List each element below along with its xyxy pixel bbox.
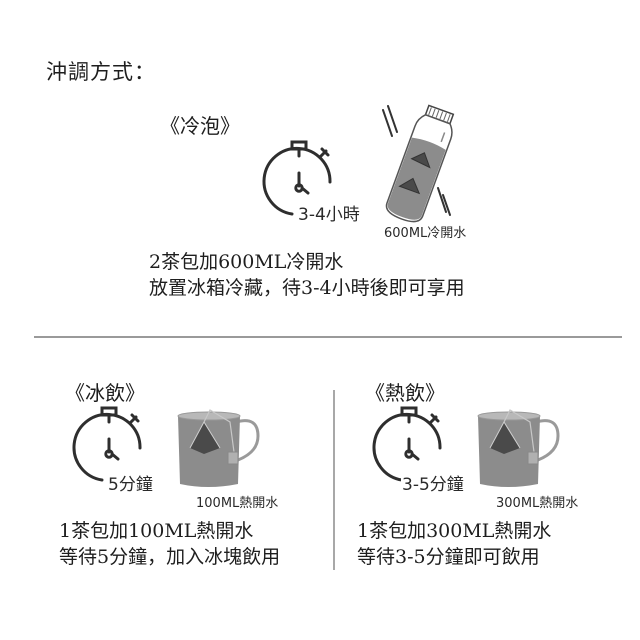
hot-desc-line1: 1茶包加300ML熱開水 <box>357 520 552 542</box>
iced-water-label: 100ML熱開水 <box>196 496 279 511</box>
page-title: 沖調方式： <box>46 60 156 84</box>
stopwatch-icon <box>262 140 332 216</box>
iced-time-label: 5分鐘 <box>107 470 154 495</box>
iced-heading: 《冰飲》 <box>65 381 145 405</box>
cold-brew-water-label: 600ML冷開水 <box>384 226 467 241</box>
mug-icon <box>477 409 560 487</box>
cold-brew-desc-line2: 放置冰箱冷藏，待3-4小時後即可享用 <box>149 277 465 299</box>
cold-brew-heading: 《冷泡》 <box>160 114 240 138</box>
stopwatch-icon <box>372 406 442 482</box>
hot-time-label: 3-5分鐘 <box>401 470 465 495</box>
iced-desc-line2: 等待5分鐘，加入冰塊飲用 <box>59 546 281 568</box>
stopwatch-icon <box>72 406 142 482</box>
horizontal-divider <box>34 336 622 338</box>
iced-desc-line1: 1茶包加100ML熱開水 <box>59 520 254 542</box>
bottle-icon <box>382 104 455 223</box>
hot-water-label: 300ML熱開水 <box>496 496 579 511</box>
hot-heading: 《熱飲》 <box>365 381 445 405</box>
cold-brew-time-label: 3-4小時 <box>297 200 361 225</box>
cold-brew-desc-line1: 2茶包加600ML冷開水 <box>149 251 344 273</box>
hot-desc-line2: 等待3-5分鐘即可飲用 <box>357 546 540 568</box>
vertical-divider <box>333 390 335 570</box>
mug-icon <box>177 409 260 487</box>
